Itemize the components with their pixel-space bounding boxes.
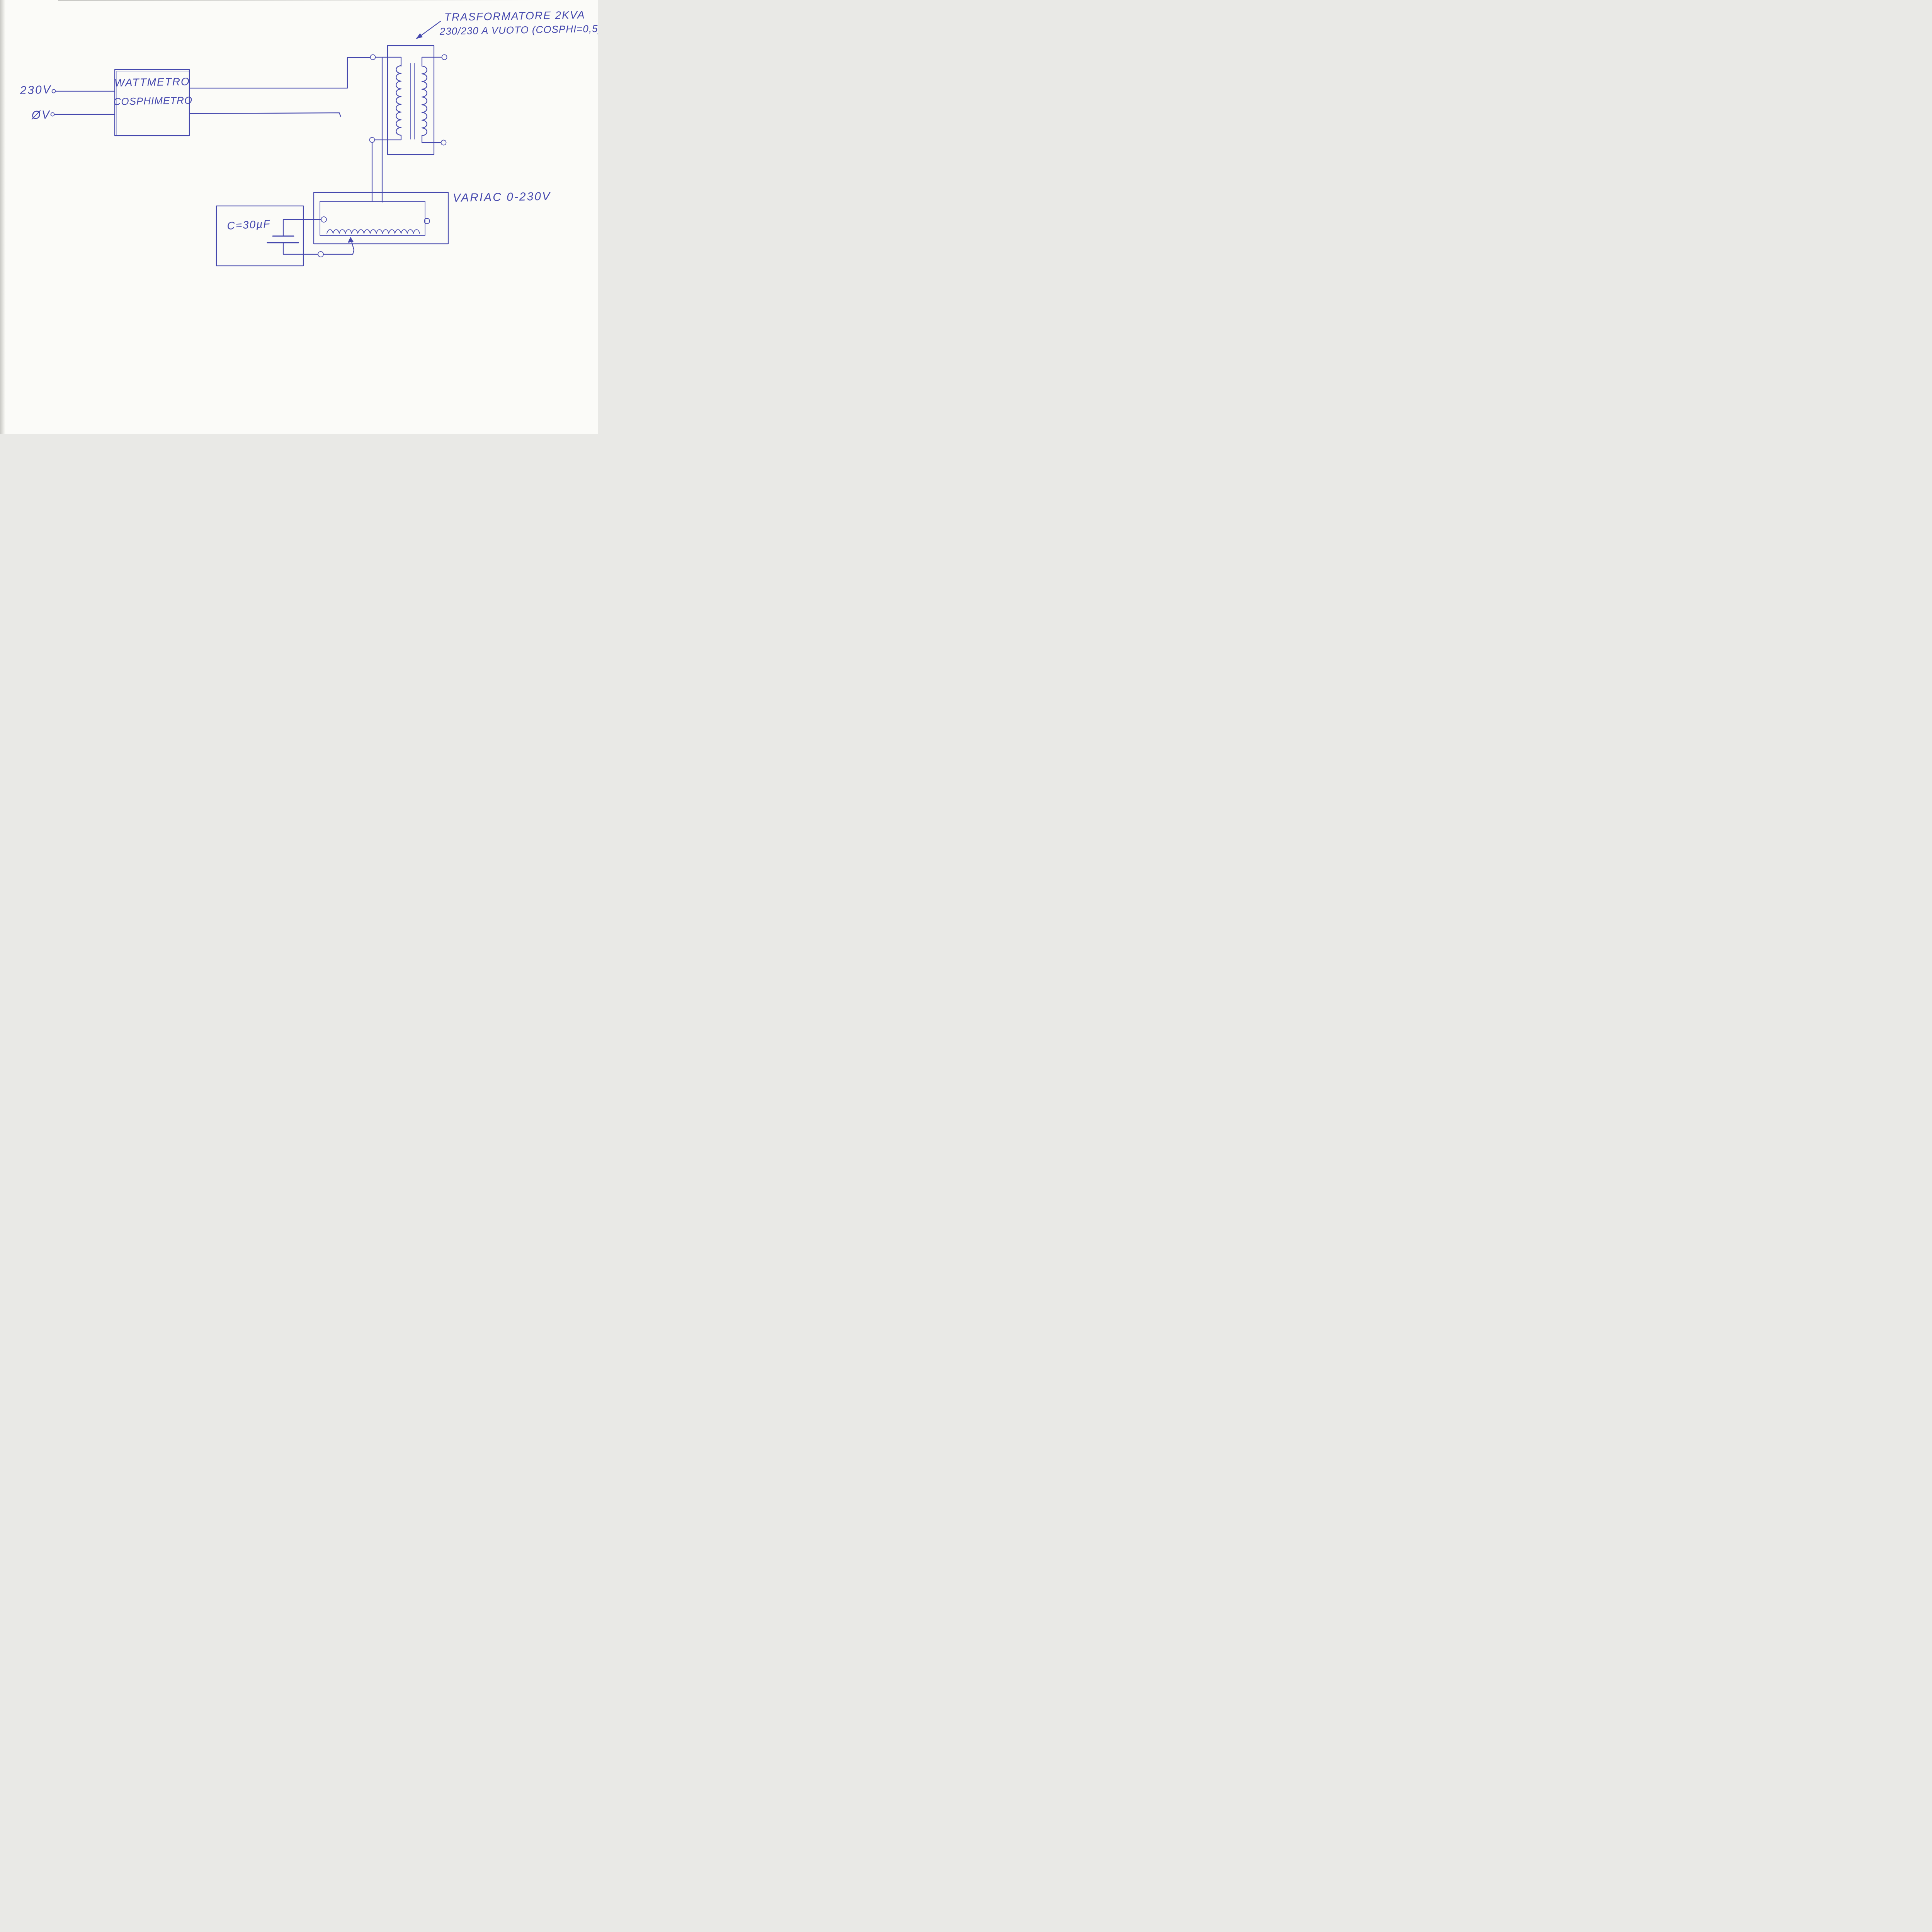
wire-capacitor-top	[282, 219, 322, 237]
capacitor: C=30µF	[216, 205, 354, 267]
source-neutral-terminal	[50, 112, 55, 117]
transformer-primary-winding	[396, 65, 402, 136]
transformer-terminal-top-left	[370, 54, 376, 60]
wattmeter-box-echo	[116, 71, 190, 136]
transformer-box	[387, 45, 435, 155]
circuit-diagram: TRASFORMATORE 2KVA 230/230 A VUOTO (COSP…	[19, 9, 598, 267]
wattmeter-label-line2: COSPHIMETRO	[113, 94, 192, 107]
capacitor-symbol	[267, 235, 299, 243]
variac-terminal-right	[424, 218, 430, 224]
scan-edge-top	[58, 0, 598, 1]
transformer	[369, 45, 447, 155]
source-live-label: 230V	[19, 83, 52, 97]
variac-terminal-left	[321, 216, 327, 223]
variac-inner-box	[320, 201, 425, 236]
annotation-arrow-icon	[416, 20, 441, 39]
transformer-lead-bottom-right	[421, 135, 442, 143]
scan-edge-left	[0, 0, 5, 434]
wattmeter: WATTMETRO COSPHIMETRO	[113, 69, 192, 136]
capacitor-box	[216, 205, 304, 267]
source-live-terminal	[51, 89, 56, 94]
transformer-note-line1: TRASFORMATORE 2KVA	[444, 9, 585, 23]
transformer-lead-top-left	[375, 56, 402, 67]
scanned-paper: TRASFORMATORE 2KVA 230/230 A VUOTO (COSP…	[0, 0, 598, 434]
transformer-secondary-winding	[421, 65, 427, 136]
wire-wattmeter-out-top	[189, 57, 371, 89]
variac-label: VARIAC 0-230V	[453, 190, 551, 204]
wire-wattmeter-out-bottom	[189, 112, 342, 117]
transformer-lead-bottom-left	[374, 135, 402, 141]
transformer-note-line2: 230/230 A VUOTO (COSPHI=0,5)	[439, 23, 598, 37]
variac-wiper-arrow	[348, 237, 355, 255]
variac-winding	[327, 229, 420, 234]
wattmeter-label-line1: WATTMETRO	[114, 75, 190, 88]
variac: VARIAC 0-230V	[313, 190, 551, 255]
capacitor-wire-terminal	[318, 251, 324, 257]
transformer-terminal-top-right	[441, 54, 447, 60]
transformer-annotation: TRASFORMATORE 2KVA 230/230 A VUOTO (COSP…	[416, 9, 598, 39]
transformer-terminal-bottom-right	[440, 139, 447, 146]
transformer-lead-top-right	[421, 56, 442, 67]
source-neutral-label: ØV	[31, 108, 51, 122]
transformer-terminal-bottom-left	[369, 137, 375, 143]
capacitor-value-label: C=30µF	[227, 218, 271, 232]
variac-outer-box	[313, 192, 449, 245]
wire-capacitor-bottom	[282, 242, 319, 255]
source-terminals: 230V ØV	[19, 83, 56, 122]
